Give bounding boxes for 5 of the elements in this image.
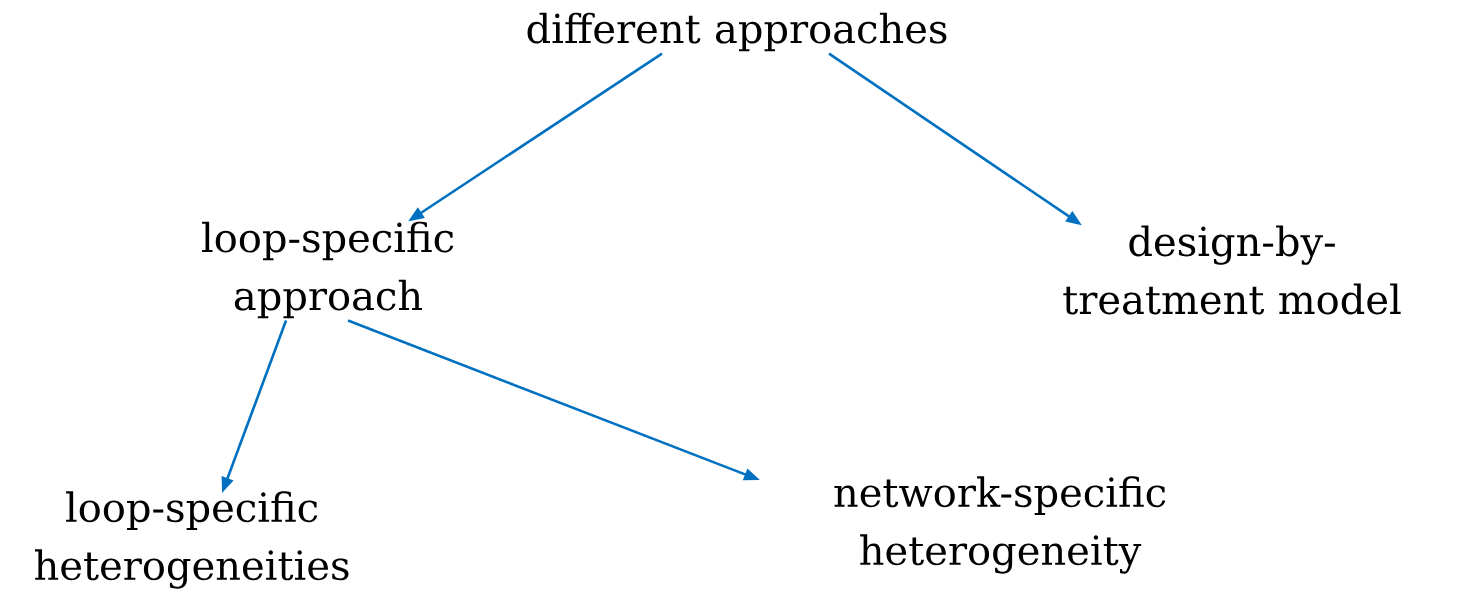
node-label: loop-specific approach [202, 221, 454, 319]
node-label: loop-specific heterogeneities [35, 491, 349, 589]
node-label: different approaches [527, 12, 947, 52]
node-label: network-specific heterogeneity [834, 476, 1166, 574]
node-label: design-by-treatment model [1063, 225, 1401, 315]
